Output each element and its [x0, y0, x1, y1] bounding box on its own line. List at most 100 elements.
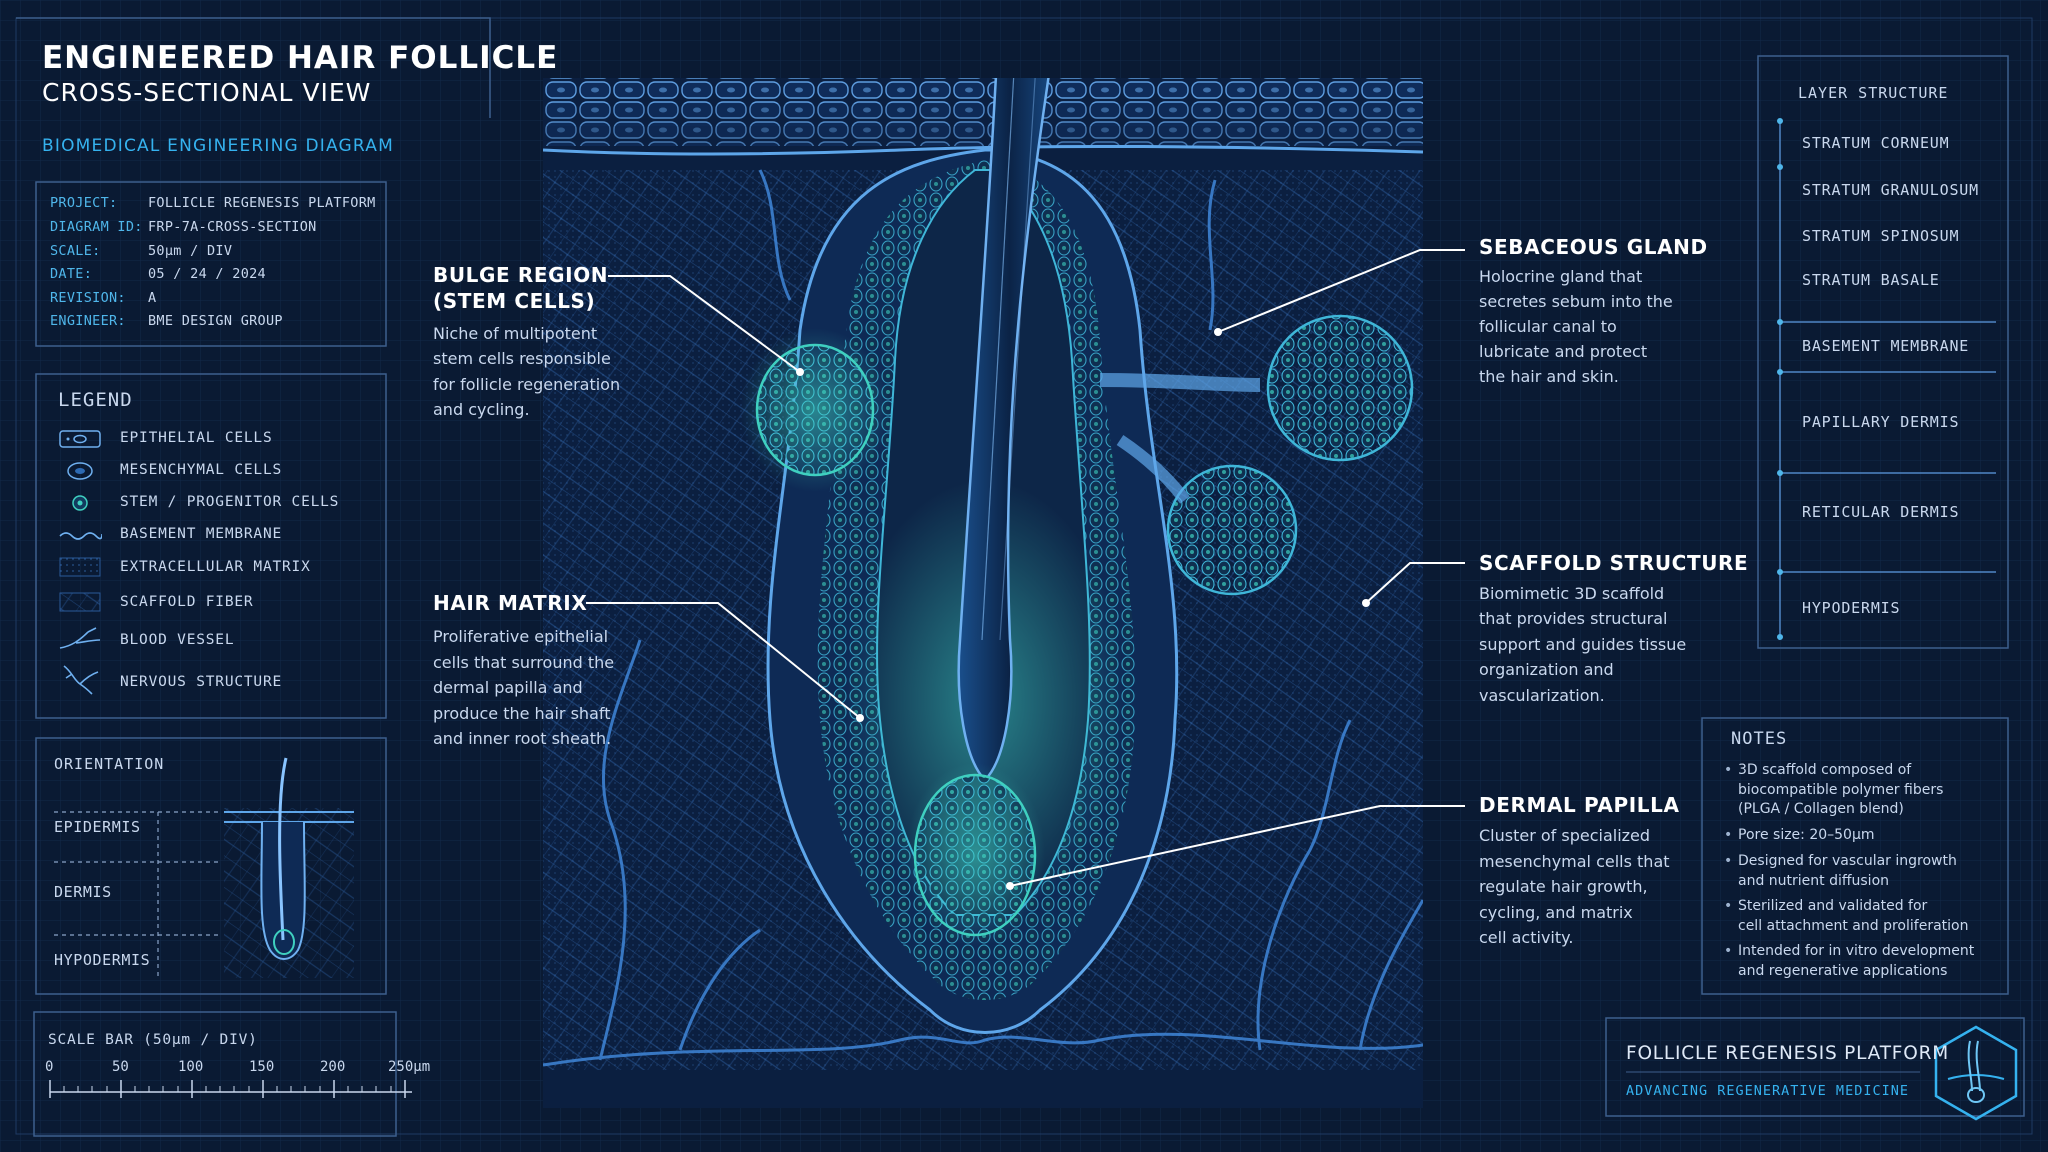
- wave-line-icon: [59, 532, 102, 540]
- note-item: Intended for in vitro development and re…: [1724, 942, 2008, 981]
- annotation-title: SEBACEOUS GLAND: [1479, 235, 1708, 259]
- info-key: SCALE:: [50, 243, 101, 259]
- annotation-line: follicular canal to: [1479, 317, 1617, 336]
- scale-bar-title: SCALE BAR (50µm / DIV): [48, 1032, 258, 1048]
- annotation-line: Holocrine gland that: [1479, 267, 1643, 286]
- annotation-title: DERMAL PAPILLA: [1479, 793, 1680, 817]
- page-title: ENGINEERED HAIR FOLLICLE: [42, 40, 559, 76]
- layer-item: STRATUM CORNEUM: [1802, 134, 1950, 152]
- note-line: Designed for vascular ingrowth: [1738, 853, 1957, 869]
- legend-label: BASEMENT MEMBRANE: [120, 526, 283, 542]
- layer-item: STRATUM SPINOSUM: [1802, 227, 1960, 245]
- note-line: 3D scaffold composed of: [1738, 762, 1912, 778]
- diagram-category: BIOMEDICAL ENGINEERING DIAGRAM: [42, 136, 394, 156]
- scale-tick: 50: [112, 1059, 129, 1075]
- info-key: DATE:: [50, 266, 93, 282]
- layer-item: STRATUM GRANULOSUM: [1802, 181, 1979, 199]
- annotation-title: SCAFFOLD STRUCTURE: [1479, 551, 1749, 575]
- annotation-line: cells that surround the: [433, 653, 615, 672]
- annotation-line: cycling, and matrix: [1479, 903, 1633, 922]
- annotation-line: and cycling.: [433, 400, 530, 419]
- note-line: Sterilized and validated for: [1738, 898, 1928, 914]
- layer-item: HYPODERMIS: [1802, 599, 1901, 617]
- mesenchymal-cell-icon: [67, 462, 93, 480]
- note-line: and regenerative applications: [1738, 962, 1948, 979]
- annotation-line: dermal papilla and: [433, 678, 583, 697]
- nerve-icon: [63, 665, 99, 695]
- scale-tick: 200: [320, 1059, 346, 1075]
- dotted-matrix-icon: [59, 557, 101, 577]
- follicle-illustration: [543, 78, 1423, 1108]
- annotation-line: that provides structural: [1479, 609, 1668, 628]
- note-item: Sterilized and validated for cell attach…: [1724, 897, 2008, 936]
- annotation-title: HAIR MATRIX: [433, 591, 588, 615]
- info-key: ENGINEER:: [50, 313, 126, 329]
- annotation-line: Niche of multipotent: [433, 324, 598, 343]
- annotation-line: cell activity.: [1479, 928, 1574, 947]
- scale-tick: 100: [178, 1059, 204, 1075]
- legend-label: EPITHELIAL CELLS: [120, 430, 273, 446]
- note-item: 3D scaffold composed of biocompatible po…: [1724, 761, 2008, 820]
- legend-label: NERVOUS STRUCTURE: [120, 674, 283, 690]
- annotation-line: for follicle regeneration: [433, 375, 621, 394]
- layer-item: PAPILLARY DERMIS: [1802, 413, 1960, 431]
- legend-label: MESENCHYMAL CELLS: [120, 462, 283, 478]
- legend-title: LEGEND: [58, 389, 133, 411]
- scale-tick: 0: [45, 1059, 54, 1075]
- annotation-title: BULGE REGION: [433, 263, 609, 287]
- legend-label: STEM / PROGENITOR CELLS: [120, 494, 340, 510]
- scale-tick: 150: [249, 1059, 275, 1075]
- legend-label: SCAFFOLD FIBER: [120, 594, 254, 610]
- info-value: A: [148, 290, 157, 306]
- footer-tagline: ADVANCING REGENERATIVE MEDICINE: [1626, 1083, 1909, 1099]
- info-key: REVISION:: [50, 290, 126, 306]
- annotation-line: Biomimetic 3D scaffold: [1479, 584, 1665, 603]
- annotation-line: the hair and skin.: [1479, 367, 1619, 386]
- annotation-line: vascularization.: [1479, 686, 1605, 705]
- branching-vessel-icon: [59, 627, 101, 649]
- note-line: (PLGA / Collagen blend): [1738, 801, 1904, 817]
- annotation-line: produce the hair shaft: [433, 704, 611, 723]
- annotation-line: lubricate and protect: [1479, 342, 1648, 361]
- info-key: DIAGRAM ID:: [50, 219, 143, 235]
- annotation-line: regulate hair growth,: [1479, 877, 1648, 896]
- note-line: Pore size: 20–50µm: [1738, 827, 1875, 843]
- info-value: 05 / 24 / 2024: [148, 266, 266, 282]
- annotation-line: secretes sebum into the: [1479, 292, 1673, 311]
- orientation-title: ORIENTATION: [54, 755, 165, 773]
- page-subtitle: CROSS-SECTIONAL VIEW: [42, 78, 372, 107]
- orientation-mini-diagram: [54, 757, 354, 978]
- annotation-line: Proliferative epithelial: [433, 627, 609, 646]
- annotation-title: (STEM CELLS): [433, 289, 596, 313]
- note-item: Designed for vascular ingrowth and nutri…: [1724, 852, 2008, 891]
- legend-label: BLOOD VESSEL: [120, 632, 235, 648]
- info-value: BME DESIGN GROUP: [148, 313, 283, 329]
- layer-item: RETICULAR DERMIS: [1802, 503, 1960, 521]
- annotation-line: support and guides tissue: [1479, 635, 1687, 654]
- layer-item: STRATUM BASALE: [1802, 271, 1940, 289]
- info-key: PROJECT:: [50, 195, 118, 211]
- annotation-line: Cluster of specialized: [1479, 826, 1651, 845]
- epithelial-cell-icon: [59, 430, 101, 448]
- annotation-line: organization and: [1479, 660, 1614, 679]
- scale-tick: 250µm: [388, 1059, 431, 1075]
- info-value: FOLLICLE REGENESIS PLATFORM: [148, 195, 376, 211]
- legend-label: EXTRACELLULAR MATRIX: [120, 559, 311, 575]
- note-line: Intended for in vitro development: [1738, 943, 1975, 959]
- layer-item: BASEMENT MEMBRANE: [1802, 337, 1970, 355]
- note-item: Pore size: 20–50µm: [1724, 826, 2008, 846]
- note-line: and nutrient diffusion: [1738, 872, 1890, 889]
- annotation-line: and inner root sheath.: [433, 729, 612, 748]
- layer-structure-title: LAYER STRUCTURE: [1798, 84, 1949, 102]
- info-value: FRP-7A-CROSS-SECTION: [148, 219, 317, 235]
- mesh-icon: [59, 592, 101, 612]
- annotation-line: stem cells responsible: [433, 349, 611, 368]
- orientation-label-hypodermis: HYPODERMIS: [54, 951, 151, 969]
- footer-title: FOLLICLE REGENESIS PLATFORM: [1626, 1043, 1950, 1064]
- stem-cell-icon: [72, 495, 88, 511]
- orientation-label-dermis: DERMIS: [54, 883, 112, 901]
- hexagon-follicle-logo-icon: [1934, 1025, 2018, 1121]
- annotation-line: mesenchymal cells that: [1479, 852, 1670, 871]
- note-line: biocompatible polymer fibers: [1738, 781, 1944, 798]
